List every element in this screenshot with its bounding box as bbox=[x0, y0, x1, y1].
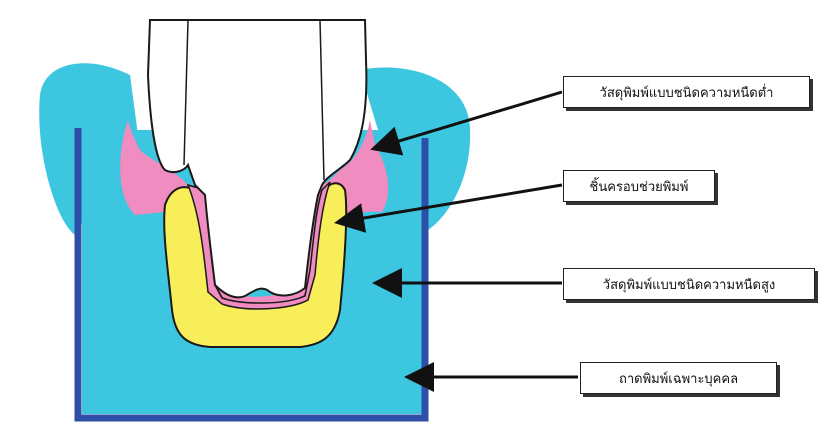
label-tray: ถาดพิมพ์เฉพาะบุคคล bbox=[580, 362, 777, 394]
label-low-viscosity: วัสดุพิมพ์แบบชนิดความหนืดต่ำ bbox=[563, 76, 810, 108]
label-custom-piece: ชิ้นครอบช่วยพิมพ์ bbox=[563, 170, 715, 202]
label-tray-text: ถาดพิมพ์เฉพาะบุคคล bbox=[619, 368, 738, 389]
label-custom-piece-text: ชิ้นครอบช่วยพิมพ์ bbox=[590, 176, 689, 197]
label-high-viscosity: วัสดุพิมพ์แบบชนิดความหนืดสูง bbox=[563, 268, 815, 300]
label-high-viscosity-text: วัสดุพิมพ์แบบชนิดความหนืดสูง bbox=[603, 274, 775, 295]
label-low-viscosity-text: วัสดุพิมพ์แบบชนิดความหนืดต่ำ bbox=[600, 82, 774, 103]
